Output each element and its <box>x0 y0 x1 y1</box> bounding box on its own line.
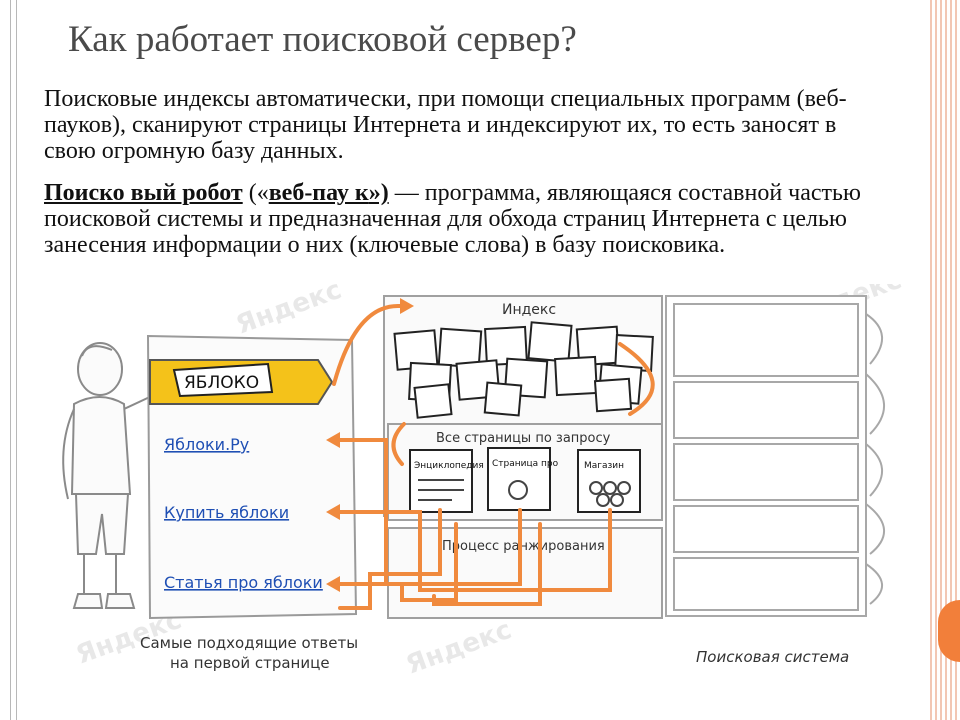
definition-text: — программа, являющаяся составной частью… <box>44 180 861 258</box>
result-link-1[interactable]: Яблоки.Ру <box>164 435 249 454</box>
index-label: Индекс <box>502 302 556 318</box>
page-card-encyclopedia: Энциклопедия <box>409 449 484 513</box>
left-margin-line <box>10 0 11 720</box>
paragraph-indexes: Поисковые индексы автоматически, при пом… <box>44 86 847 164</box>
pages-label: Все страницы по запросу <box>436 431 611 446</box>
person-sketch <box>62 342 155 609</box>
watermark: Яндекс <box>402 615 515 681</box>
result-link-3[interactable]: Статья про яблоки <box>164 573 323 592</box>
results-page <box>146 334 358 620</box>
caption-left-line2: на первой странице <box>170 654 330 672</box>
term-search-robot: Поиско вый робот <box>44 180 243 206</box>
orange-tab-decoration <box>938 600 960 662</box>
left-margin-line <box>16 0 17 720</box>
alias-open: (« <box>242 180 269 206</box>
ranking-label: Процесс ранжирования <box>442 539 605 554</box>
arrow-heads <box>326 298 414 592</box>
search-engine-diagram: Яндекс Яндекс Яндекс Яндекс Яндекс ЯБЛОК… <box>62 284 905 681</box>
page-card-shop: Магазин <box>577 449 641 513</box>
server-rack <box>665 295 886 617</box>
watermark: Яндекс <box>232 284 345 341</box>
page-card-article: Страница про <box>487 447 559 511</box>
svg-text:Энциклопедия: Энциклопедия <box>414 461 484 471</box>
flow-arrows <box>332 303 655 610</box>
term-web-spider: веб-пау к <box>268 180 369 206</box>
svg-text:Страница про: Страница про <box>492 459 559 469</box>
paragraph-robot: Поиско вый робот («веб-пау к») — програм… <box>44 180 884 284</box>
slide-title: Как работает поисковой сервер? <box>68 19 577 60</box>
alias-close: ») <box>368 180 389 206</box>
svg-text:Магазин: Магазин <box>584 461 624 471</box>
caption-right: Поисковая система <box>696 648 849 666</box>
result-link-2[interactable]: Купить яблоки <box>164 503 289 522</box>
query-text: ЯБЛОКО <box>184 373 259 393</box>
query-box: ЯБЛОКО <box>149 359 334 405</box>
caption-left-line1: Самые подходящие ответы <box>140 634 358 652</box>
